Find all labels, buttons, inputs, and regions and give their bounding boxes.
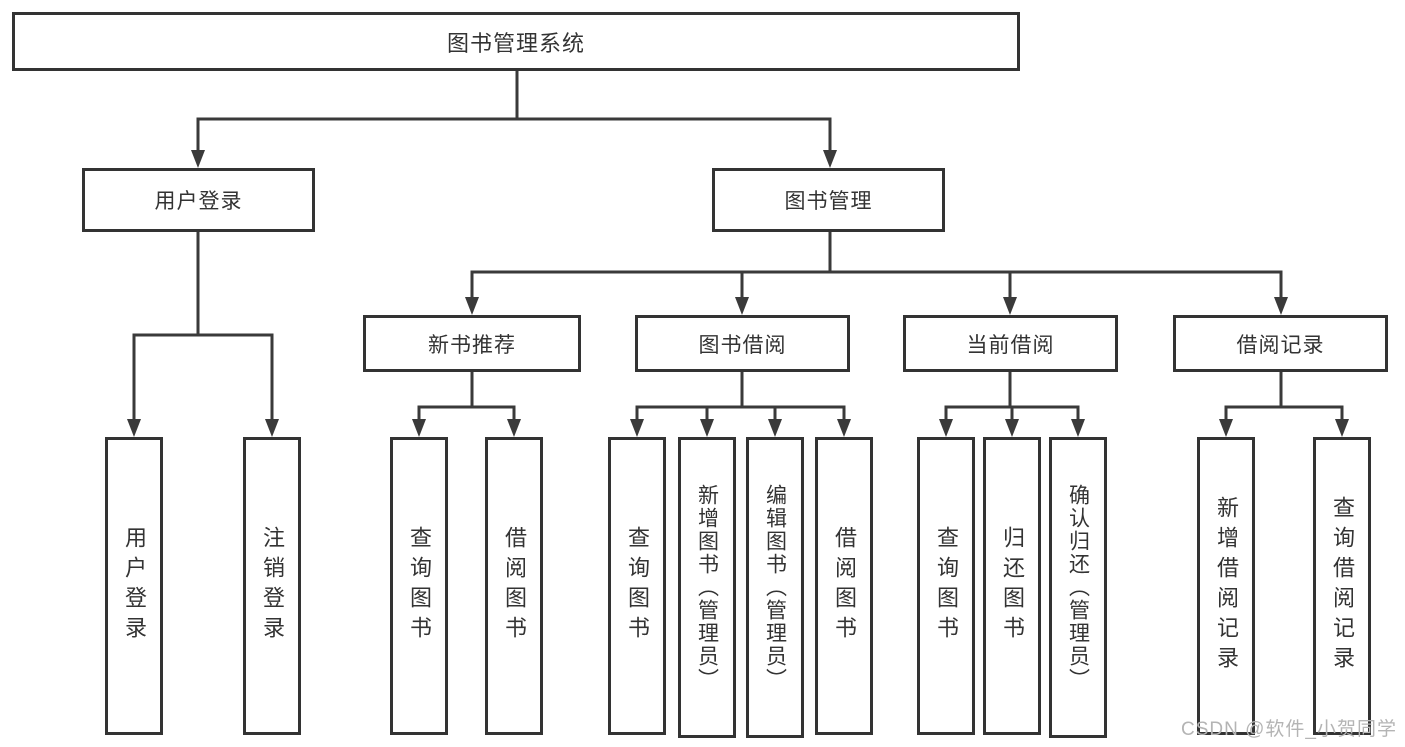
leaf-label: 注销登录 bbox=[260, 526, 285, 646]
node-root: 图书管理系统 bbox=[12, 12, 1020, 71]
node-borrow-records-label: 借阅记录 bbox=[1236, 333, 1325, 357]
node-borrow-records: 借阅记录 bbox=[1173, 315, 1388, 372]
node-leaf-add-book-admin: 新增图书（管理员） bbox=[678, 437, 736, 738]
leaf-label: 用户登录 bbox=[122, 526, 147, 646]
node-leaf-borrow-books-recommend: 借阅图书 bbox=[485, 437, 543, 735]
leaf-label: 借阅图书 bbox=[832, 526, 857, 646]
leaf-label: 查询图书 bbox=[625, 526, 650, 646]
node-leaf-query-books-borrow: 查询图书 bbox=[608, 437, 666, 735]
node-leaf-borrow-books: 借阅图书 bbox=[815, 437, 873, 735]
node-root-label: 图书管理系统 bbox=[446, 30, 585, 56]
leaf-label: 新增图书（管理员） bbox=[695, 484, 719, 691]
node-user-login-label: 用户登录 bbox=[154, 190, 243, 213]
node-current-borrow-label: 当前借阅 bbox=[966, 333, 1055, 357]
node-leaf-confirm-return-admin: 确认归还（管理员） bbox=[1049, 437, 1107, 738]
leaf-label: 查询借阅记录 bbox=[1330, 496, 1355, 676]
node-book-management: 图书管理 bbox=[712, 168, 945, 232]
leaf-label: 确认归还（管理员） bbox=[1066, 484, 1090, 691]
node-leaf-edit-book-admin: 编辑图书（管理员） bbox=[746, 437, 804, 738]
node-book-borrow-label: 图书借阅 bbox=[698, 333, 787, 357]
node-new-book-recommend: 新书推荐 bbox=[363, 315, 581, 372]
node-leaf-query-books-current: 查询图书 bbox=[917, 437, 975, 735]
node-leaf-add-borrow-record: 新增借阅记录 bbox=[1197, 437, 1255, 735]
node-current-borrow: 当前借阅 bbox=[903, 315, 1118, 372]
node-new-book-recommend-label: 新书推荐 bbox=[428, 333, 516, 357]
leaf-label: 借阅图书 bbox=[502, 526, 527, 646]
node-leaf-query-borrow-record: 查询借阅记录 bbox=[1313, 437, 1371, 735]
node-leaf-logout: 注销登录 bbox=[243, 437, 301, 735]
node-leaf-user-login: 用户登录 bbox=[105, 437, 163, 735]
node-book-management-label: 图书管理 bbox=[784, 190, 873, 213]
leaf-label: 归还图书 bbox=[1000, 526, 1025, 646]
node-user-login: 用户登录 bbox=[82, 168, 315, 232]
node-leaf-return-books: 归还图书 bbox=[983, 437, 1041, 735]
leaf-label: 查询图书 bbox=[934, 526, 959, 646]
node-leaf-query-books-recommend: 查询图书 bbox=[390, 437, 448, 735]
leaf-label: 查询图书 bbox=[407, 526, 432, 646]
node-book-borrow: 图书借阅 bbox=[635, 315, 850, 372]
leaf-label: 编辑图书（管理员） bbox=[763, 484, 787, 691]
leaf-label: 新增借阅记录 bbox=[1214, 496, 1239, 676]
csdn-watermark: CSDN @软件_小贺同学 bbox=[1181, 719, 1397, 740]
